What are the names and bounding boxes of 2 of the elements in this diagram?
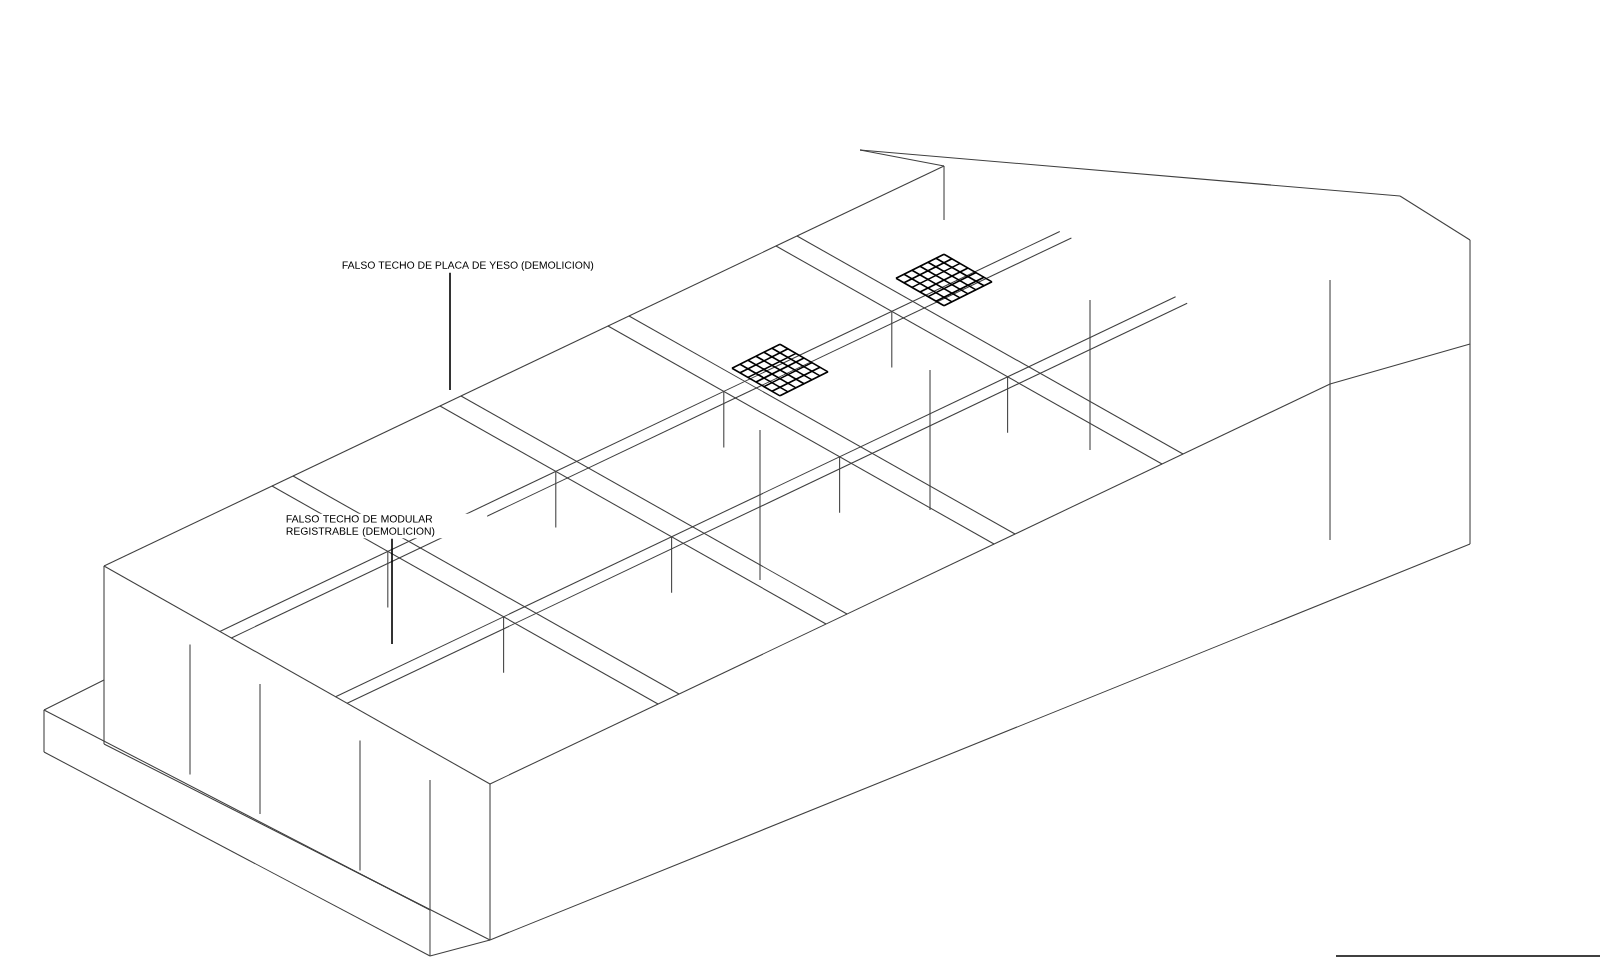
leader-line [449, 271, 451, 391]
leader-line [391, 537, 393, 645]
